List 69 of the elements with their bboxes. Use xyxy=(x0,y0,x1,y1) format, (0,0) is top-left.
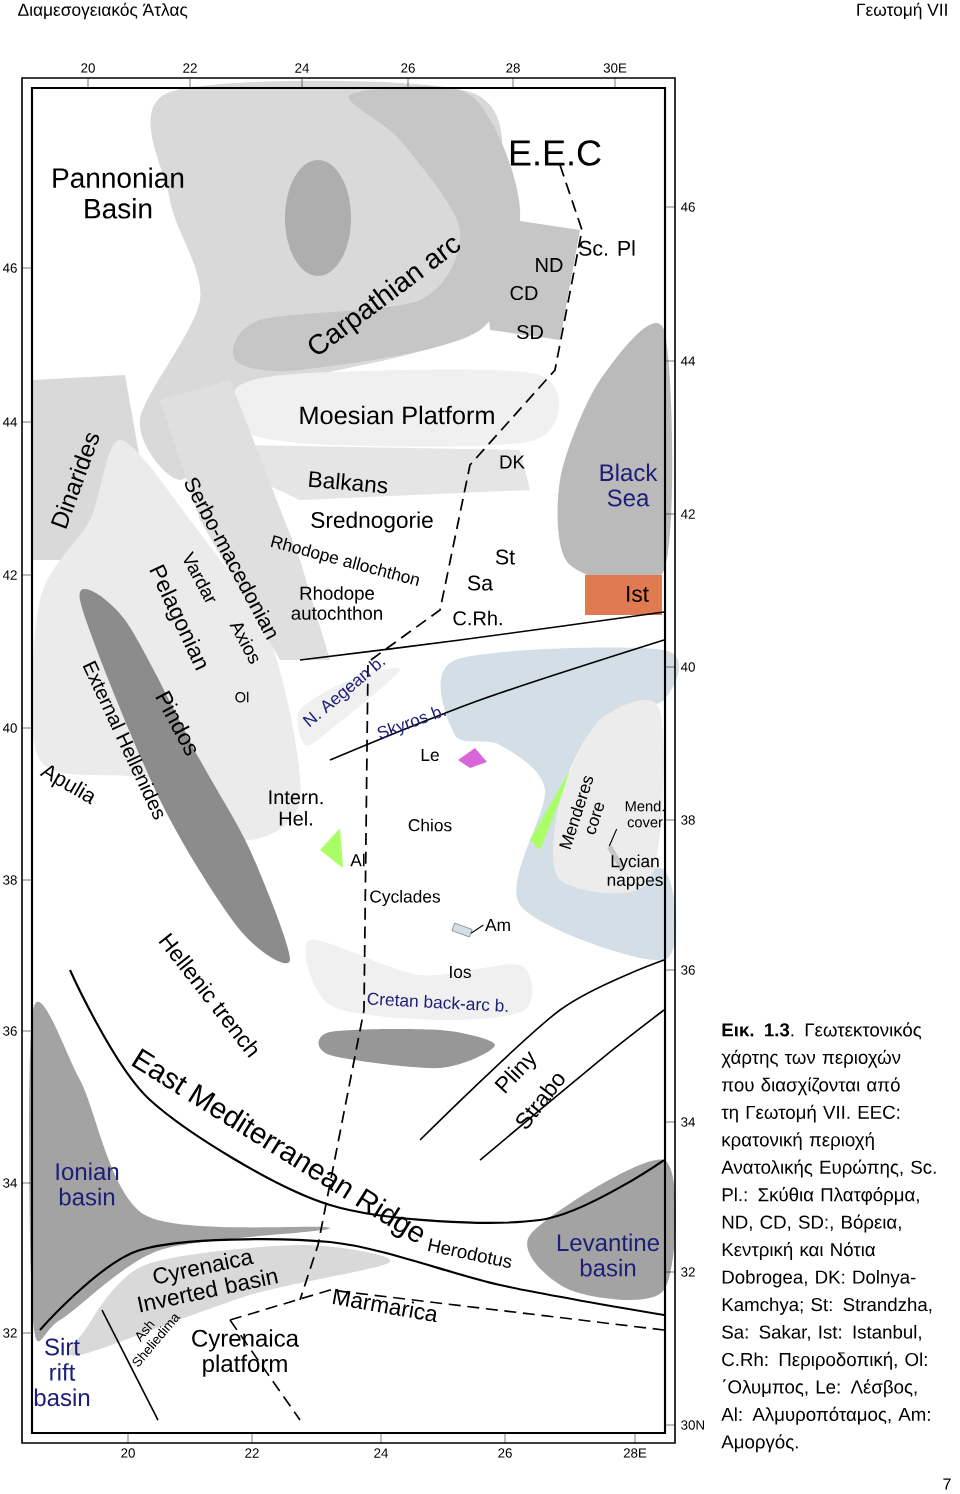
map-label: C.Rh. xyxy=(453,610,502,626)
figure-caption: Εικ. 1.3. Γεωτεκτονικός χάρτης των περιοχών που διασχίζονται από τη Γεωτομή VII. EEC: κρατονική περιοχή Ανατολικής Ευρώπης, Sc. Pl.: Σκύθια Πλατφόρμα, ND, CD, SD:, Βόρεια, Κεντρική και Νότια Dobrogea, DK: Dolnya-Kamchya; St: Strandzha, Sa: Sakar, Ist: Istanbul, C.Rh: Περιροδοπική, Ol: ΄Ολυμπος, Le: Λέσβος, Al: Αλμυροπόταμος, Am: Αμοργός. xyxy=(721,1022,936,1453)
map-label: Cyclades xyxy=(370,889,440,907)
leader-line xyxy=(608,828,618,847)
page-header: Διαμεσογειακός Άτλας xyxy=(18,2,188,20)
map-label: Cretan back-arc b. xyxy=(367,992,508,1012)
map-label: Le xyxy=(421,748,439,762)
tick-label: 34 xyxy=(681,1117,696,1127)
tick-label: 24 xyxy=(295,63,310,73)
tick-label: 20 xyxy=(121,1448,135,1458)
map-label: Cyrenaica platform xyxy=(192,1329,299,1377)
map-label: Ol xyxy=(235,691,249,703)
tick-label: 44 xyxy=(680,356,696,366)
tick-label: 34 xyxy=(3,1178,17,1188)
page-number: 7 xyxy=(943,1478,951,1490)
map-label: DK xyxy=(500,455,525,469)
map-label: Ist xyxy=(627,586,649,602)
map-label: Rhodope autochthon xyxy=(291,586,382,620)
map-label: Levantine basin xyxy=(557,1233,659,1277)
tick-label: 46 xyxy=(680,202,695,212)
tick-label: 32 xyxy=(681,1267,695,1277)
tick-label: 24 xyxy=(374,1448,389,1458)
tick-label: 42 xyxy=(2,570,17,580)
tick-label: 28 xyxy=(506,63,520,73)
map-label: Sirt rift basin xyxy=(34,1337,90,1407)
map-label: Lycian nappes xyxy=(607,854,663,890)
tick-label: 42 xyxy=(680,509,695,519)
tick-label: 38 xyxy=(3,875,17,885)
map-label: Sc. Pl xyxy=(579,240,635,256)
map-label: Moesian Platform xyxy=(300,405,494,425)
tick-label: 32 xyxy=(3,1328,17,1338)
map-label: Intern. Hel. xyxy=(269,790,323,826)
map-label: Ios xyxy=(450,965,471,979)
tick-label: 36 xyxy=(3,1026,17,1036)
map-label: Cyrenaica Inverted basin xyxy=(137,1252,278,1313)
map-label: Am xyxy=(485,919,510,931)
tick-label: 44 xyxy=(2,417,17,427)
page-header: Γεωτομή VII xyxy=(857,2,947,20)
tick-label: 30E xyxy=(603,63,627,73)
tick-label: 22 xyxy=(183,63,197,73)
tick-label: 26 xyxy=(498,1448,512,1458)
map-label: Al xyxy=(350,853,365,867)
map-label: Skyros b. xyxy=(377,707,446,739)
leader-line xyxy=(470,924,484,934)
island-shape xyxy=(451,922,473,938)
map-label: Black Sea xyxy=(600,463,658,507)
map-label: Mend. cover xyxy=(625,800,665,828)
map-label: St xyxy=(495,549,515,565)
map-label: CD xyxy=(510,285,538,301)
map-label: Srednogorie xyxy=(311,511,433,533)
map-label: Chios xyxy=(408,818,452,832)
tick-label: 40 xyxy=(680,662,695,672)
tick-label: 30N xyxy=(681,1420,704,1430)
tick-label: 40 xyxy=(2,723,17,733)
map-label: SD xyxy=(517,324,543,340)
map-label: Pannonian Basin xyxy=(53,167,184,219)
tick-label: 36 xyxy=(681,965,695,975)
tick-label: 28E xyxy=(623,1448,647,1458)
map-label: Balkans xyxy=(309,471,388,494)
tick-label: 38 xyxy=(681,815,695,825)
tick-label: 22 xyxy=(245,1448,259,1458)
tick-label: 26 xyxy=(401,63,415,73)
map-label: Herodotus xyxy=(428,1238,512,1268)
tick-label: 46 xyxy=(2,263,17,273)
map-label: E.E.C xyxy=(510,140,601,166)
map-label: ND xyxy=(536,258,563,272)
map-label: Sa xyxy=(467,575,494,591)
tick-label: 20 xyxy=(81,63,95,73)
map-label: Marmarica xyxy=(332,1288,437,1323)
